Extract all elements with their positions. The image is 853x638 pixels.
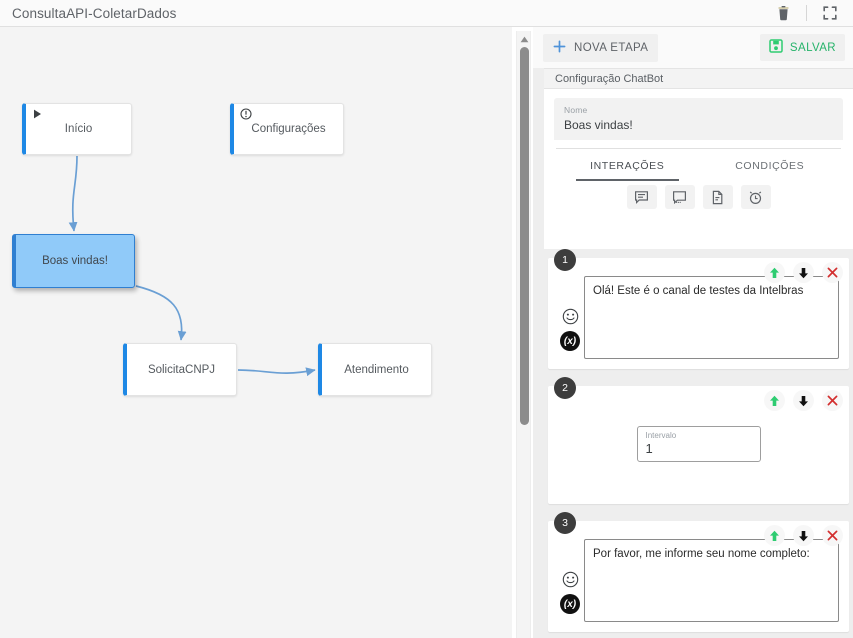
interaction-type-toolbar [544,181,853,218]
card-actions [764,262,843,283]
flow-node-label: Configurações [251,123,326,135]
move-down-button[interactable] [793,262,814,283]
save-disk-icon [769,39,783,56]
flow-node-label: Boas vindas! [42,255,108,267]
card-number-badge: 1 [554,249,576,271]
message-textarea[interactable]: Olá! Este é o canal de testes da Intelbr… [584,276,839,359]
flow-node-atendimento[interactable]: Atendimento [318,343,432,396]
page-title: ConsultaAPI-ColetarDados [12,5,177,21]
flow-edges [68,155,316,377]
top-bar-actions [770,0,853,26]
delete-button[interactable] [822,390,843,411]
message-row: (x) Por favor, me informe seu nome compl… [548,521,849,632]
flow-node-label: SolicitaCNPJ [147,363,216,376]
variable-x-icon[interactable]: (x) [560,594,580,614]
chevron-up-icon[interactable] [517,33,532,45]
save-button[interactable]: SALVAR [759,34,845,61]
edge-solicitacnpj-atendimento [237,367,316,377]
message-icon[interactable] [626,185,657,209]
interval-input-value: 1 [645,441,653,456]
message-row: (x) Olá! Este é o canal de testes da Int… [548,258,849,369]
panel-header: NOVA ETAPA SALVAR [533,27,853,68]
interval-input-label: Intervalo [645,431,677,440]
config-panel: NOVA ETAPA SALVAR Configuração ChatBot N… [533,27,853,638]
toolbar-divider [806,5,807,21]
canvas-vertical-scrollbar[interactable] [516,31,531,638]
flow-canvas[interactable]: Início Configurações Boas vindas! Solici… [0,27,512,638]
panel-tabs: INTERAÇÕES CONDIÇÕES [556,148,841,181]
card-actions [764,390,843,411]
interaction-card-list: 1 [544,249,853,638]
panel-body: Nome Boas vindas! INTERAÇÕES CONDIÇÕES [544,89,853,638]
emoji-smiley-icon[interactable] [560,569,580,589]
emoji-smiley-icon[interactable] [560,306,580,326]
flow-node-label: Atendimento [344,363,409,376]
card-number-badge: 3 [554,512,576,534]
typing-bubble-icon[interactable] [664,185,695,209]
tab-label: CONDIÇÕES [735,160,805,172]
top-bar: ConsultaAPI-ColetarDados [0,0,853,27]
move-up-button[interactable] [764,525,785,546]
plus-icon [553,40,566,56]
tab-interacoes[interactable]: INTERAÇÕES [556,149,699,181]
alert-circle-icon [239,107,252,120]
save-label: SALVAR [789,41,836,54]
flow-node-boas-vindas[interactable]: Boas vindas! [12,234,135,288]
interval-row: Intervalo 1 [548,386,849,504]
move-down-button[interactable] [793,390,814,411]
edge-inicio-boasvindas [68,155,78,232]
name-input-label: Nome [564,105,588,115]
new-step-label: NOVA ETAPA [574,41,649,54]
message-textarea[interactable]: Por favor, me informe seu nome completo: [584,539,839,622]
flow-node-configuracoes[interactable]: Configurações [230,103,344,155]
message-tools: (x) [556,276,584,359]
document-icon[interactable] [702,185,733,209]
delete-button[interactable] [822,262,843,283]
card-number-badge: 2 [554,377,576,399]
interaction-card: 1 [548,249,849,369]
trash-icon[interactable] [770,0,796,26]
delete-button[interactable] [822,525,843,546]
move-down-button[interactable] [793,525,814,546]
tab-condicoes[interactable]: CONDIÇÕES [699,149,842,181]
fullscreen-icon[interactable] [817,0,843,26]
variable-x-icon[interactable]: (x) [560,331,580,351]
tab-label: INTERAÇÕES [590,160,665,172]
move-up-button[interactable] [764,262,785,283]
play-icon [31,107,44,120]
card-actions [764,525,843,546]
flow-node-label: Início [64,123,93,135]
flow-node-inicio[interactable]: Início [22,103,132,155]
message-tools: (x) [556,539,584,622]
interval-input[interactable]: Intervalo 1 [636,426,761,462]
scrollbar-thumb[interactable] [520,47,529,425]
move-up-button[interactable] [764,390,785,411]
flow-node-solicita-cnpj[interactable]: SolicitaCNPJ [123,343,237,396]
panel-subheader: Configuração ChatBot [544,68,853,89]
name-input[interactable]: Nome Boas vindas! [554,98,843,140]
interaction-card: 2 [548,377,849,504]
name-input-value: Boas vindas! [564,118,633,132]
new-step-button[interactable]: NOVA ETAPA [543,33,659,62]
alarm-clock-icon[interactable] [740,185,771,209]
interaction-card: 3 [548,512,849,632]
edge-boasvindas-solicitacnpj [135,285,187,341]
